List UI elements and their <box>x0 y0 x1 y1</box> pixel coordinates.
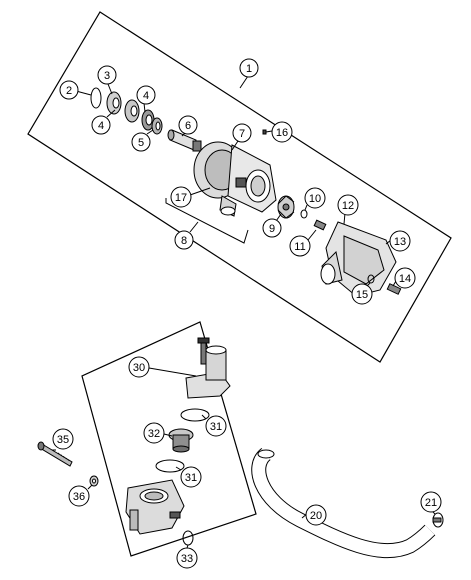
svg-text:20: 20 <box>310 510 322 522</box>
svg-text:7: 7 <box>239 128 245 140</box>
callout-part-13: 13 <box>389 230 411 252</box>
callout-part-4a: 4 <box>136 85 156 105</box>
svg-text:10: 10 <box>309 193 321 205</box>
lower-assembly-panel <box>81 321 257 557</box>
callout-part-33: 33 <box>176 547 198 569</box>
bearing-part-4a <box>124 99 140 123</box>
callout-part-4b: 4 <box>91 115 111 135</box>
pump-housing-part-7 <box>193 141 277 217</box>
svg-text:31: 31 <box>185 472 197 484</box>
thermostat-housing-lower <box>125 479 185 535</box>
svg-text:16: 16 <box>276 127 288 139</box>
bracket-part-8 <box>165 198 249 244</box>
svg-text:15: 15 <box>356 289 368 301</box>
svg-text:31: 31 <box>210 421 222 433</box>
thermostat-part-32 <box>168 428 194 453</box>
leader-lines <box>52 75 436 549</box>
svg-text:30: 30 <box>133 362 145 374</box>
callout-part-20: 20 <box>305 504 327 526</box>
screw-part-14 <box>386 283 402 295</box>
svg-text:21: 21 <box>425 497 437 509</box>
impeller-part-9 <box>277 195 295 219</box>
washer-part-36 <box>89 475 99 487</box>
bearing-part-3 <box>106 91 122 115</box>
callout-part-16: 16 <box>271 121 293 143</box>
callout-part-35: 35 <box>52 428 74 450</box>
callout-part-9: 9 <box>262 218 282 238</box>
svg-text:3: 3 <box>104 70 110 82</box>
callout-part-31b: 31 <box>180 466 202 488</box>
svg-text:32: 32 <box>148 428 160 440</box>
thermostat-cover-part-30 <box>185 345 231 399</box>
svg-text:9: 9 <box>269 223 275 235</box>
svg-text:17: 17 <box>175 192 187 204</box>
oring-part-31a <box>180 408 210 422</box>
svg-text:4: 4 <box>143 90 149 102</box>
svg-text:13: 13 <box>394 236 406 248</box>
callout-part-31a: 31 <box>205 415 227 437</box>
callout-part-12: 12 <box>337 194 359 216</box>
callout-part-15: 15 <box>351 283 373 305</box>
svg-text:5: 5 <box>138 137 144 149</box>
callout-part-2: 2 <box>59 80 79 100</box>
upper-assembly-panel <box>27 11 452 363</box>
svg-text:6: 6 <box>185 120 191 132</box>
callout-part-14: 14 <box>394 267 416 289</box>
callout-part-6: 6 <box>178 115 198 135</box>
callout-part-17: 17 <box>170 186 192 208</box>
bolt-part-35 <box>37 441 73 467</box>
hose-clamp-part-21 <box>432 512 444 528</box>
seal-part-5 <box>151 117 163 135</box>
callout-part-30: 30 <box>128 356 150 378</box>
callout-part-21: 21 <box>420 491 442 513</box>
pin-part-16 <box>262 129 267 135</box>
shaft-part-6 <box>167 129 202 152</box>
washer-part-10 <box>300 209 308 219</box>
pump-cover-part-12 <box>320 221 397 297</box>
circlip-part-2 <box>90 87 102 109</box>
svg-text:11: 11 <box>294 241 305 253</box>
callout-part-36: 36 <box>68 485 90 507</box>
callout-part-10: 10 <box>304 187 326 209</box>
svg-text:8: 8 <box>181 235 187 247</box>
callout-part-1: 1 <box>239 58 259 78</box>
hose-part-20 <box>251 448 436 559</box>
callout-part-32: 32 <box>143 422 165 444</box>
callout-part-3: 3 <box>97 65 117 85</box>
seal-part-4b <box>141 109 155 131</box>
screw-part-11 <box>313 219 327 231</box>
callout-part-5: 5 <box>131 132 151 152</box>
svg-text:35: 35 <box>57 434 69 446</box>
svg-text:36: 36 <box>73 491 85 503</box>
svg-text:2: 2 <box>66 85 72 97</box>
callout-part-7: 7 <box>232 123 252 143</box>
callout-part-11: 11 <box>289 235 311 257</box>
svg-text:4: 4 <box>98 120 104 132</box>
svg-text:1: 1 <box>246 63 252 75</box>
callout-part-8: 8 <box>174 230 194 250</box>
svg-text:12: 12 <box>342 200 354 212</box>
oring-part-15 <box>367 274 375 284</box>
oring-part-31b <box>155 459 185 473</box>
svg-text:33: 33 <box>181 553 193 565</box>
svg-text:14: 14 <box>399 273 411 285</box>
